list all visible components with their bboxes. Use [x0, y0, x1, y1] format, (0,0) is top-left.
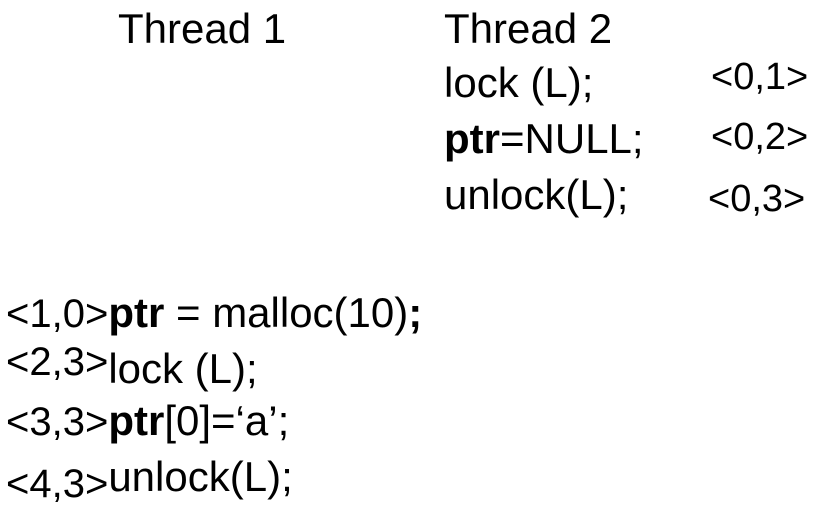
thread1-line-unlock: <4,3>unlock(L); — [6, 453, 293, 505]
thread2-line-lock: lock (L); — [444, 62, 593, 104]
code-text: lock (L); — [444, 59, 594, 106]
vector-clock: <1,0> — [6, 292, 109, 336]
code-text: [0]=‘a’; — [164, 397, 290, 444]
vector-clock: <2,3> — [6, 340, 109, 384]
vector-clock: <4,3> — [6, 462, 109, 506]
code-text: lock (L); — [108, 345, 258, 392]
thread2-heading: Thread 2 — [444, 5, 613, 52]
code-text: = malloc(10) — [164, 289, 409, 336]
thread1-line-write: <3,3>ptr[0]=‘a’; — [6, 397, 290, 444]
code-ptr: ptr — [108, 397, 165, 444]
code-text: =NULL; — [500, 115, 644, 162]
code-text: unlock(L); — [108, 453, 293, 500]
code-ptr: ptr — [108, 289, 165, 336]
code-text: unlock(L); — [444, 171, 629, 218]
code-semicolon: ; — [408, 289, 423, 336]
thread2-line-assign: ptr=NULL; — [444, 118, 644, 160]
thread2-clock-3: <0,3> — [708, 178, 806, 220]
thread2-clock-2: <0,2> — [711, 116, 809, 158]
thread1-line-malloc: <1,0>ptr = malloc(10); — [6, 289, 423, 336]
code-ptr: ptr — [444, 115, 500, 162]
thread2-line-unlock: unlock(L); — [444, 174, 628, 216]
vector-clock: <3,3> — [6, 400, 109, 444]
thread1-heading: Thread 1 — [118, 5, 287, 52]
thread2-clock-1: <0,1> — [711, 56, 809, 98]
thread1-line-lock: <2,3>lock (L); — [6, 340, 258, 390]
